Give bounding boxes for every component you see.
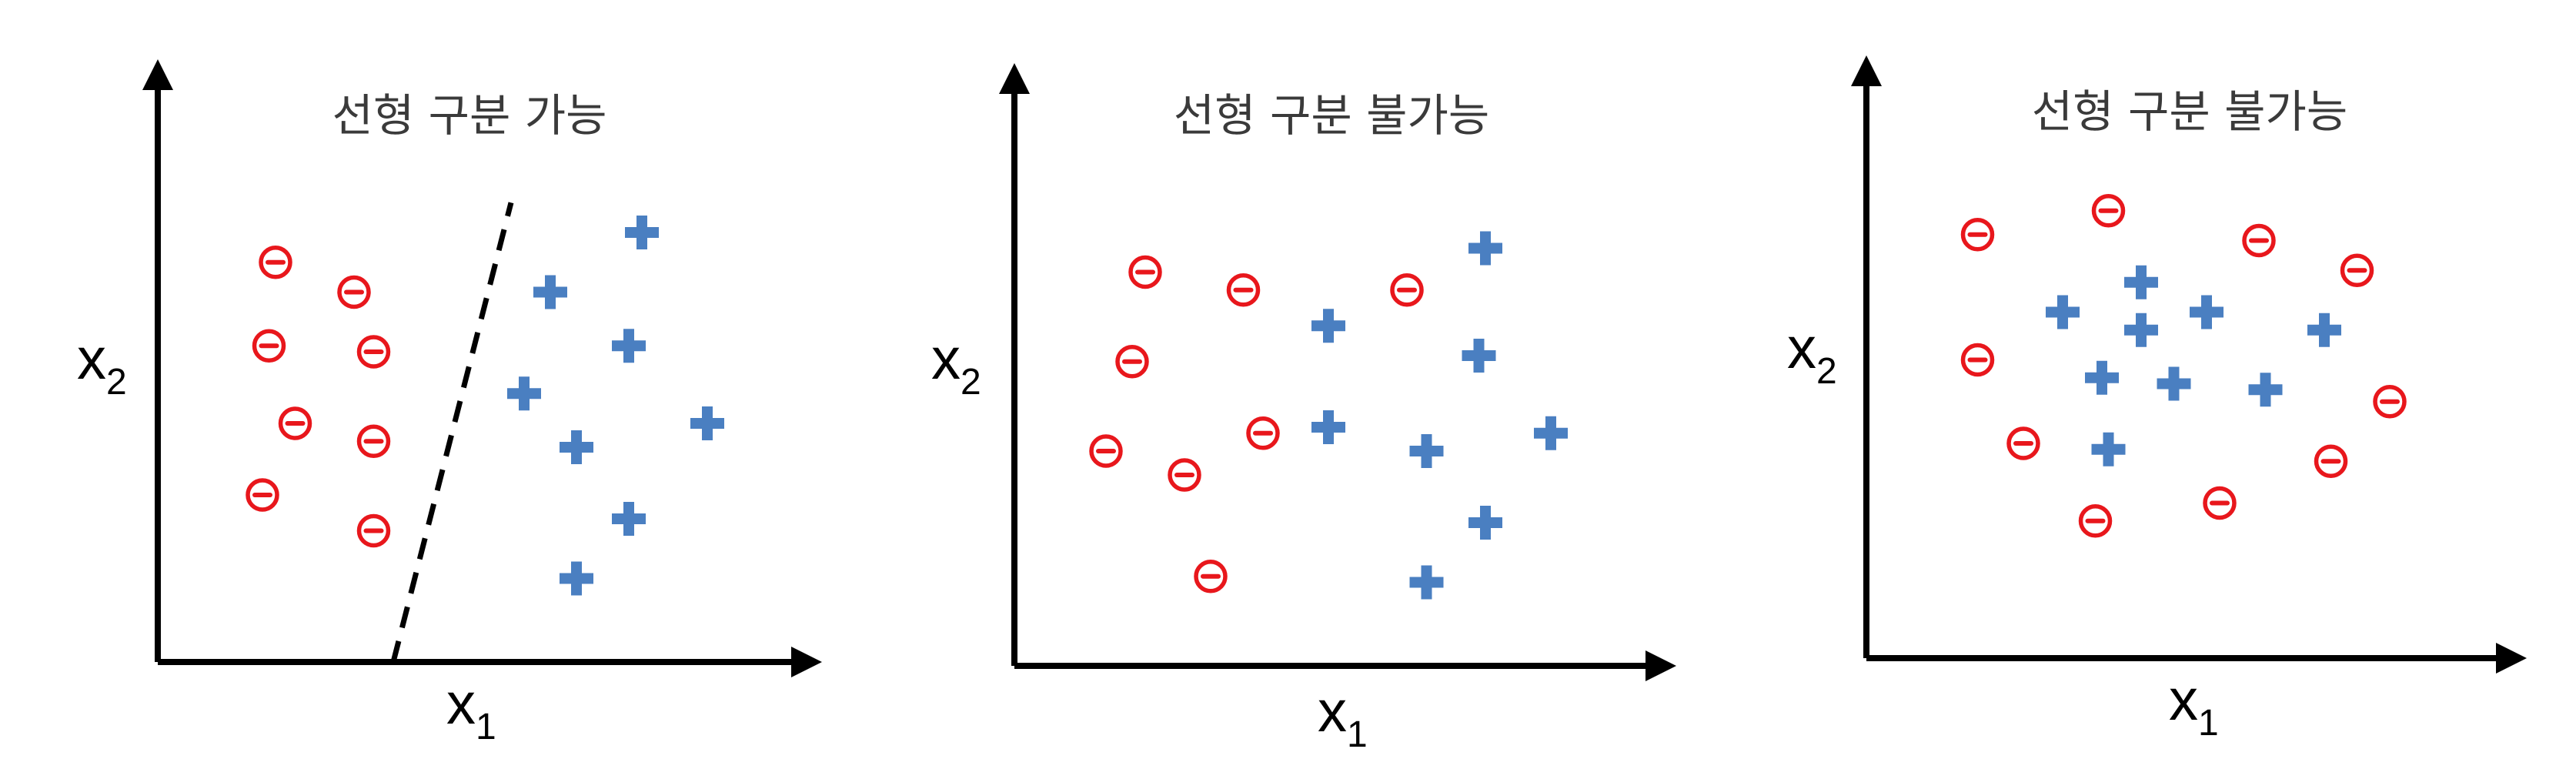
panel-title: 선형 구분 불가능: [2032, 85, 2347, 138]
panel-not-separable-1: 선형 구분 불가능 x2 x1: [931, 63, 1676, 755]
negative-sample-icon: [1226, 273, 1261, 307]
negative-sample-icon: [2373, 385, 2407, 419]
positive-sample-icon: [2157, 366, 2191, 401]
positive-sample-icon: [1409, 565, 1444, 600]
positive-sample-icon: [2124, 265, 2158, 299]
positive-sample-icon: [1409, 434, 1444, 468]
negative-sample-icon: [278, 406, 312, 440]
negative-sample-icon: [1168, 458, 1201, 492]
positive-sample-icon: [560, 430, 593, 464]
negative-sample-icon: [1089, 434, 1123, 468]
y-axis-label: x2: [1787, 316, 1837, 392]
panel-not-separable-2: 선형 구분 불가능 x2 x1: [1787, 55, 2527, 744]
x-axis-label: x1: [446, 671, 496, 747]
negative-sample-icon: [1390, 273, 1424, 307]
points-group: [246, 202, 724, 663]
negative-sample-icon: [337, 275, 371, 309]
y-axis-label: x2: [931, 326, 981, 403]
positive-sample-icon: [560, 561, 593, 596]
positive-sample-icon: [2046, 295, 2080, 329]
negative-sample-icon: [2091, 194, 2126, 228]
positive-sample-icon: [2307, 313, 2341, 347]
panel-title: 선형 구분 가능: [332, 89, 606, 142]
negative-sample-icon: [356, 513, 391, 548]
negative-sample-icon: [2340, 253, 2374, 287]
positive-sample-icon: [1311, 410, 1345, 444]
positive-sample-icon: [1462, 339, 1496, 373]
negative-sample-icon: [2006, 426, 2040, 460]
positive-sample-icon: [625, 216, 659, 249]
negative-sample-icon: [356, 424, 391, 458]
negative-sample-icon: [2242, 223, 2276, 258]
positive-sample-icon: [2124, 313, 2158, 347]
positive-sample-icon: [2248, 373, 2283, 407]
negative-sample-icon: [2314, 444, 2348, 478]
negative-sample-icon: [1115, 345, 1149, 379]
positive-sample-icon: [2085, 360, 2119, 395]
positive-sample-icon: [690, 406, 724, 440]
negative-sample-icon: [246, 478, 279, 512]
positive-sample-icon: [533, 275, 567, 309]
positive-sample-icon: [507, 376, 541, 411]
x-axis-label: x1: [2169, 667, 2219, 744]
positive-sample-icon: [1468, 506, 1502, 540]
negative-sample-icon: [2203, 486, 2237, 520]
positive-sample-icon: [2091, 432, 2126, 466]
negative-sample-icon: [2078, 504, 2113, 538]
points-group: [1960, 194, 2407, 538]
negative-sample-icon: [1960, 218, 1995, 252]
negative-sample-icon: [1128, 255, 1162, 289]
panel-title: 선형 구분 불가능: [1174, 89, 1489, 142]
positive-sample-icon: [612, 502, 646, 536]
points-group: [1089, 231, 1568, 600]
negative-sample-icon: [356, 335, 391, 369]
negative-sample-icon: [1194, 560, 1228, 593]
y-axis-label: x2: [77, 326, 127, 403]
panel-linearly-separable: 선형 구분 가능 x2 x1: [77, 59, 822, 747]
negative-sample-icon: [1246, 416, 1280, 450]
negative-sample-icon: [252, 329, 286, 363]
positive-sample-icon: [1468, 231, 1502, 266]
negative-sample-icon: [1960, 343, 1995, 377]
positive-sample-icon: [2190, 295, 2224, 329]
positive-sample-icon: [1311, 309, 1345, 343]
positive-sample-icon: [1534, 416, 1568, 450]
x-axis-label: x1: [1318, 679, 1368, 755]
decision-boundary-line: [390, 202, 514, 663]
positive-sample-icon: [612, 329, 646, 363]
negative-sample-icon: [259, 246, 292, 279]
